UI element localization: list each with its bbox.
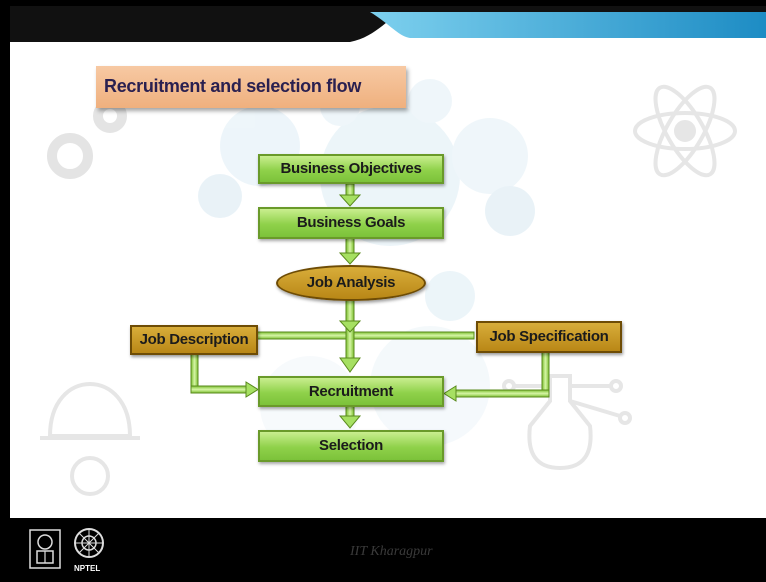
node-label: Selection xyxy=(319,437,383,454)
node-label: Recruitment xyxy=(308,383,394,400)
title-banner: Recruitment and selection flow xyxy=(96,66,406,108)
footer-watermark: IIT Kharagpur xyxy=(350,544,433,559)
node-business-goals: Business Goals xyxy=(258,207,444,239)
nptel-logo xyxy=(74,528,104,558)
node-selection: Selection xyxy=(258,430,444,462)
node-label: Job Analysis xyxy=(306,274,396,291)
flow-connectors xyxy=(190,183,550,429)
arrow-objectives-to-goals xyxy=(338,183,362,207)
node-job-specification: Job Specification xyxy=(476,321,622,353)
hard-hat-icon xyxy=(40,381,140,496)
top-band xyxy=(10,6,766,50)
atom-icon xyxy=(633,84,737,178)
footer-bar: NPTEL IIT Kharagpur xyxy=(0,518,766,582)
slide: Recruitment and selection flow xyxy=(10,6,766,518)
slide-title: Recruitment and selection flow xyxy=(104,76,362,96)
node-label: Job Description xyxy=(139,331,249,348)
arrow-description-to-recruitment xyxy=(190,351,259,398)
node-label: Business Objectives xyxy=(280,160,422,177)
node-label: Business Goals xyxy=(296,214,406,231)
node-label: Job Specification xyxy=(489,328,609,345)
node-business-objectives: Business Objectives xyxy=(258,154,444,184)
arrow-recruitment-to-selection xyxy=(338,403,362,429)
iit-kgp-logo xyxy=(29,529,61,569)
arrow-goals-to-analysis xyxy=(338,237,362,265)
node-job-analysis: Job Analysis xyxy=(276,265,426,301)
node-job-description: Job Description xyxy=(130,325,258,355)
nptel-label: NPTEL xyxy=(74,564,101,573)
arrow-specification-to-recruitment xyxy=(443,351,550,402)
circuit-flask-icon xyxy=(502,374,632,471)
connector-description-specification xyxy=(255,331,475,340)
node-recruitment: Recruitment xyxy=(258,376,444,407)
